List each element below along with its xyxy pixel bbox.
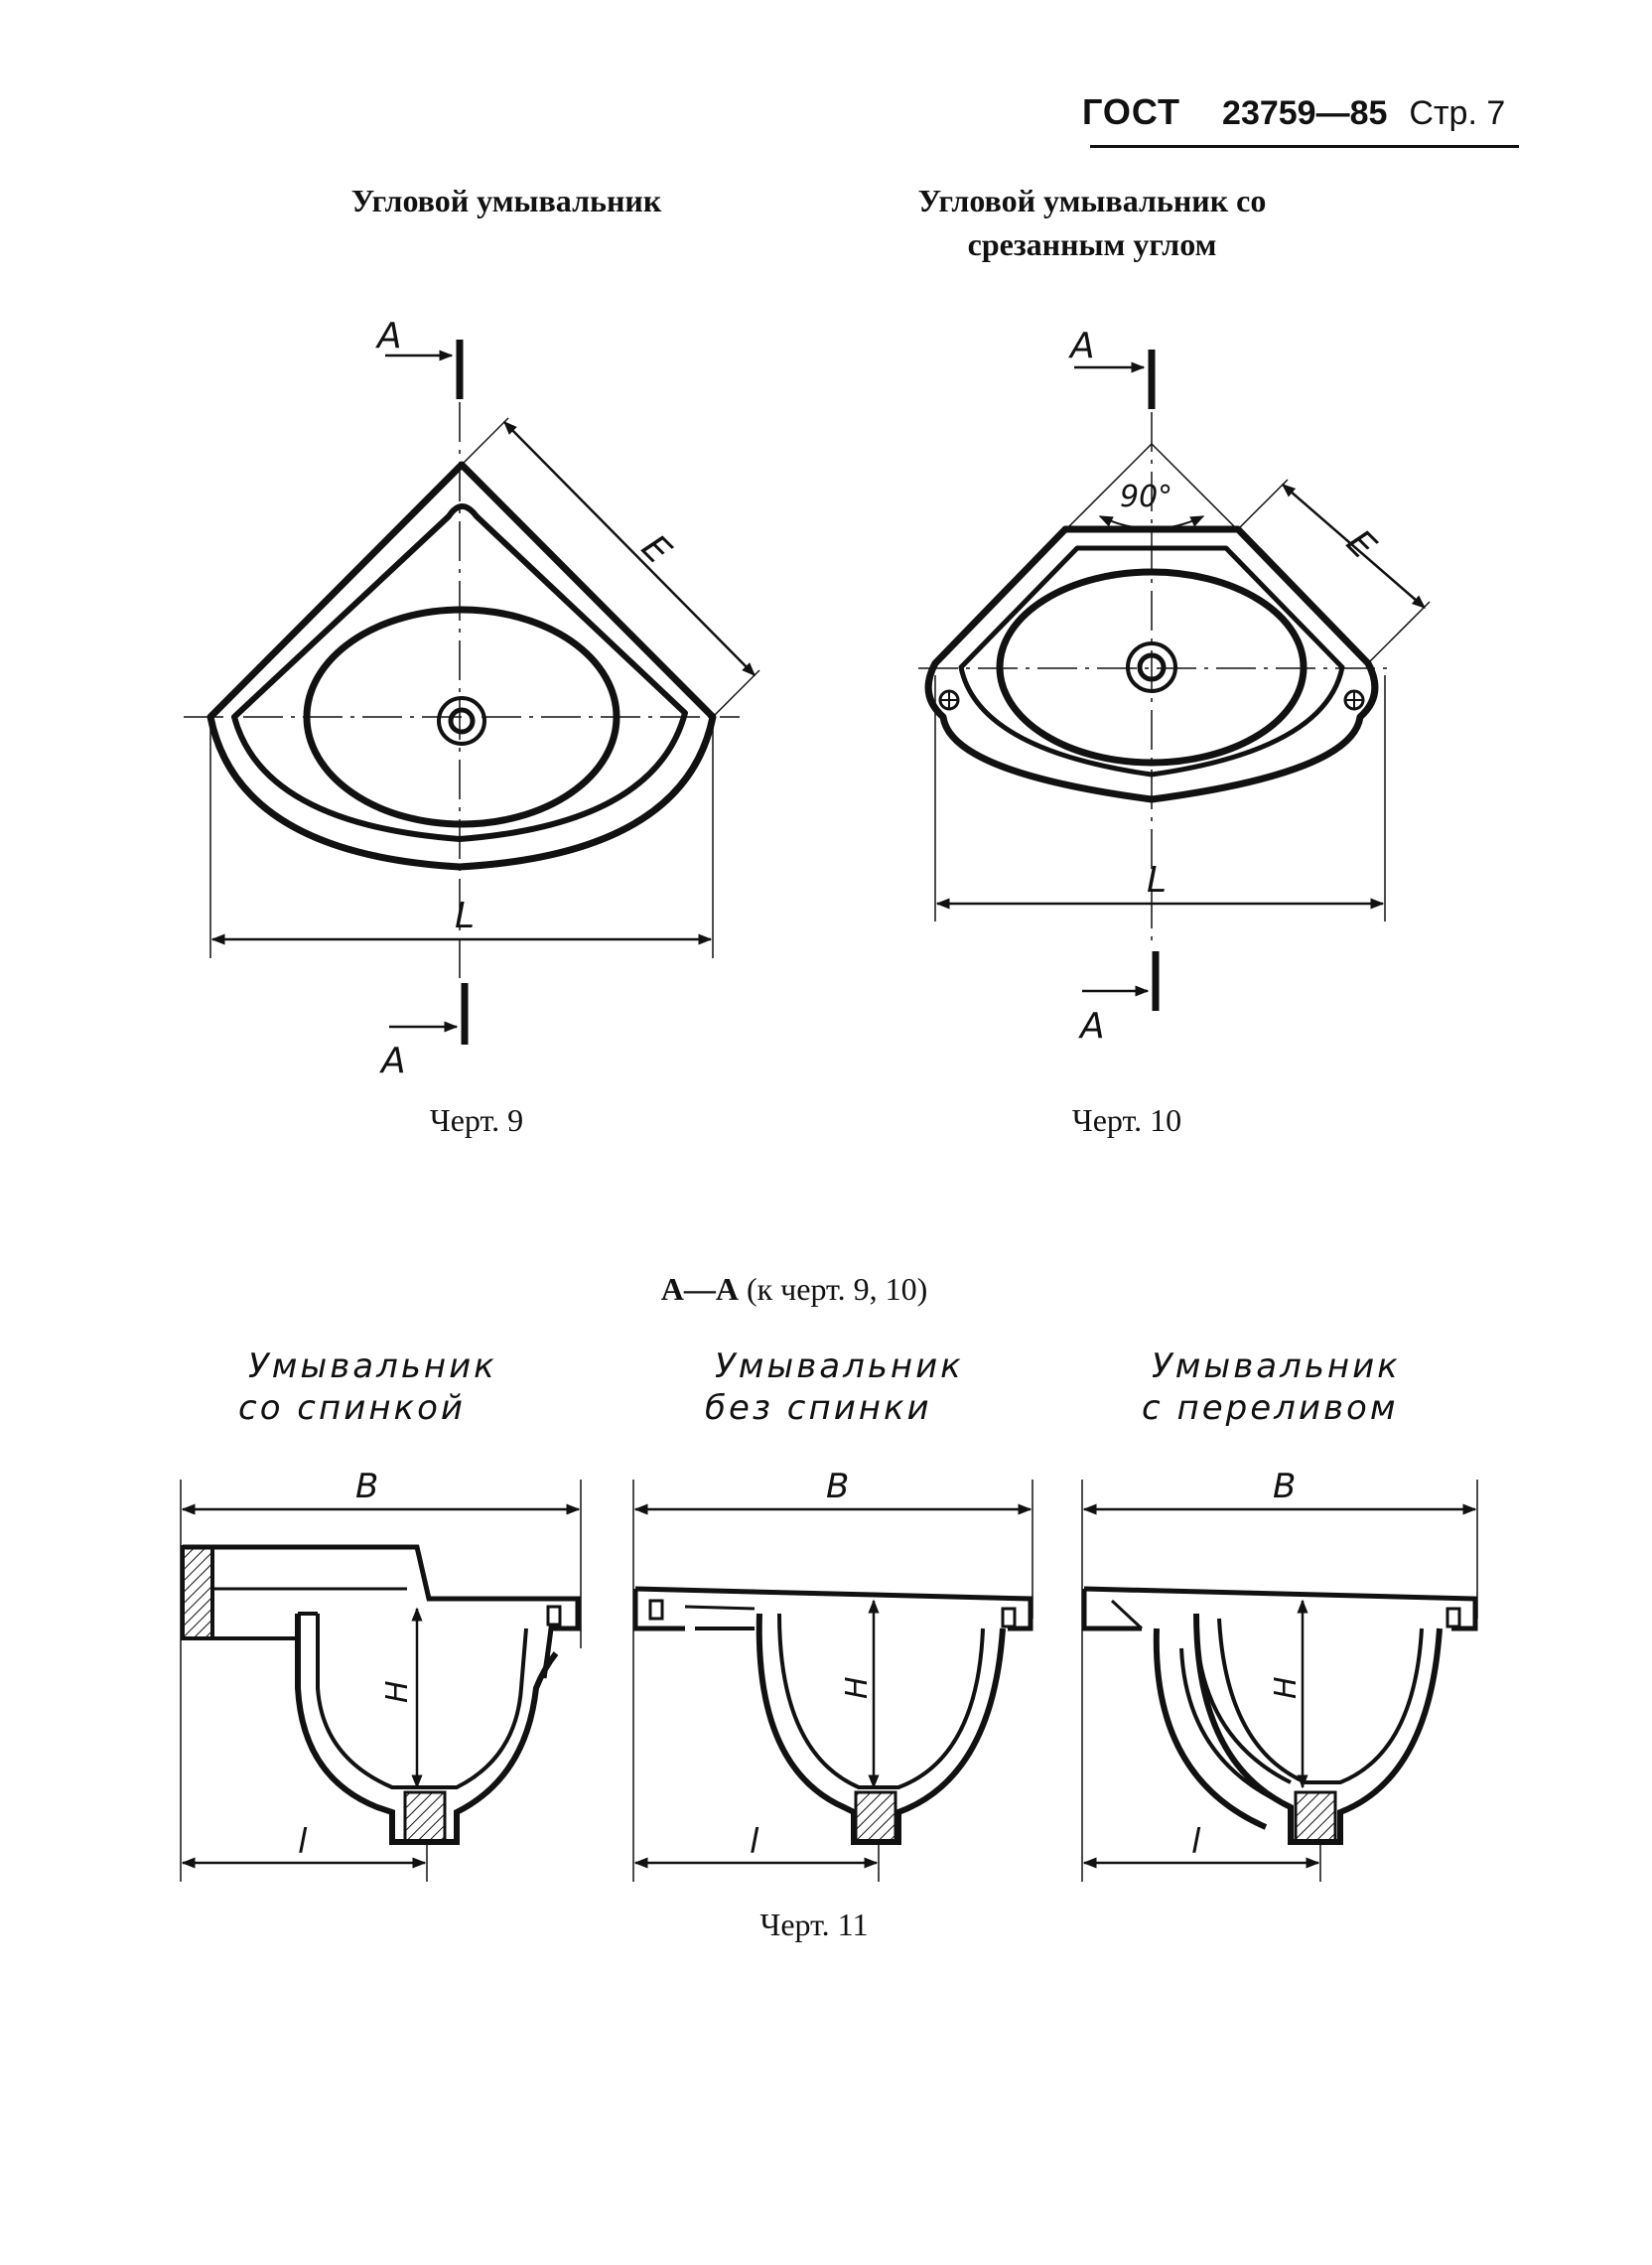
section-title-bold: А—А <box>660 1271 739 1307</box>
fig10-dim-e-label: E <box>1338 522 1383 567</box>
section-title-rest: (к черт. 9, 10) <box>738 1271 928 1307</box>
variant1-label: Умывальник со спинкой <box>238 1345 566 1429</box>
variant2-label-line1: Умывальник <box>715 1346 964 1386</box>
section-with-overflow: B H l <box>1081 1467 1478 1882</box>
variant2-label: Умывальник без спинки <box>705 1345 1032 1429</box>
variant3-label-line1: Умывальник <box>1152 1346 1401 1386</box>
section-title: А—А (к черт. 9, 10) <box>536 1271 1052 1308</box>
fig9-section-label-top: A <box>375 316 402 356</box>
figure10-title-line1: Угловой умывальник со <box>917 183 1267 218</box>
figure10-title: Угловой умывальник со срезанным углом <box>844 179 1340 266</box>
fig10-angle-label: 90° <box>1120 480 1172 514</box>
fig10-section-label-bottom: A <box>1078 1006 1105 1047</box>
fig10-dim-l-label: L <box>1147 860 1167 901</box>
fig9-dim-e-label: E <box>633 527 678 572</box>
v3-dim-h-label: H <box>1269 1676 1304 1699</box>
figure10-title-line2: срезанным углом <box>967 226 1217 262</box>
figure10-caption: Черт. 10 <box>1071 1102 1182 1138</box>
v2-dim-h-label: H <box>840 1676 875 1699</box>
variant2-label-line2: без спинки <box>705 1388 932 1428</box>
variant3-label: Умывальник с переливом <box>1142 1345 1479 1429</box>
figure10-drawing: A A 90° E L <box>918 326 1431 1047</box>
section-without-back: B H l <box>632 1467 1033 1882</box>
variant3-label-line2: с переливом <box>1142 1388 1399 1428</box>
page-header: ГОСТ 23759—85 Стр. 7 <box>1082 91 1519 147</box>
header-rule <box>1090 145 1519 148</box>
figure9-drawing: A A E L <box>184 316 760 1081</box>
standard-code: ГОСТ <box>1082 91 1181 132</box>
v1-dim-l-label: l <box>298 1822 308 1862</box>
v3-dim-l-label: l <box>1191 1822 1201 1862</box>
v3-dim-b-label: B <box>1273 1467 1296 1506</box>
page-number: Стр. 7 <box>1409 94 1506 132</box>
v2-dim-l-label: l <box>750 1822 759 1862</box>
variant1-label-line1: Умывальник <box>248 1346 497 1386</box>
figure9-caption: Черт. 9 <box>429 1102 524 1138</box>
fig9-dim-l-label: L <box>455 896 475 936</box>
v1-dim-b-label: B <box>355 1467 378 1506</box>
section-with-back: B H l <box>180 1467 582 1882</box>
figure9-title: Угловой умывальник <box>350 183 662 218</box>
fig9-section-label-bottom: A <box>379 1041 406 1081</box>
figure11-caption: Черт. 11 <box>759 1907 869 1942</box>
variant1-label-line2: со спинкой <box>238 1388 466 1428</box>
v2-dim-b-label: B <box>826 1467 849 1506</box>
v1-dim-h-label: H <box>380 1680 415 1703</box>
fig10-section-label-top: A <box>1068 326 1095 366</box>
standard-number: 23759—85 <box>1222 94 1388 132</box>
